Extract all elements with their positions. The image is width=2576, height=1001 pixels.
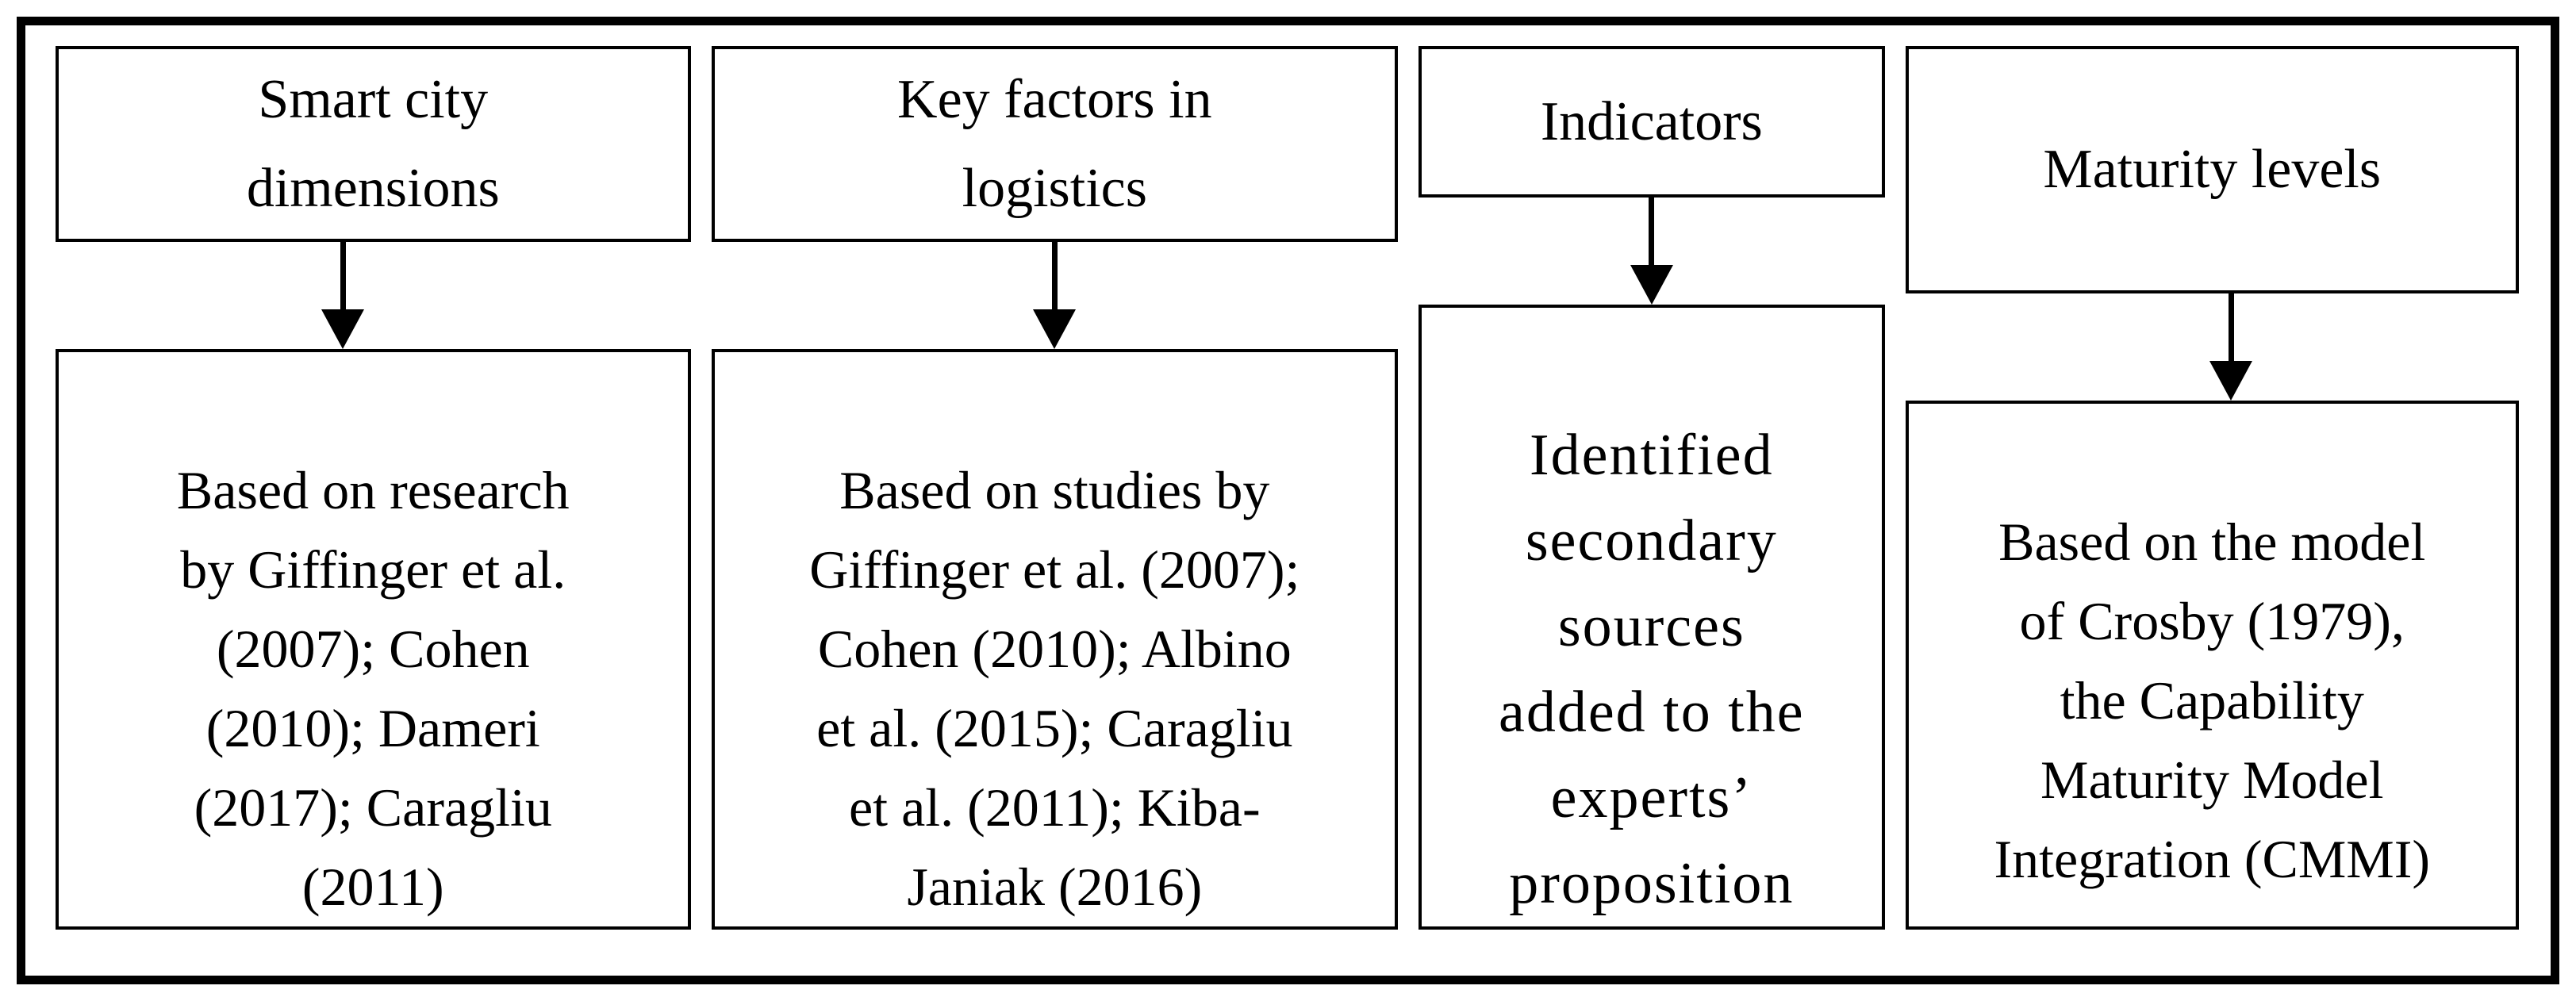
columns-row: Smart city dimensions Based on research …: [56, 46, 2520, 930]
header-label: Indicators: [1540, 90, 1763, 152]
source-box-maturity-levels: Based on the model of Crosby (1979), the…: [1905, 401, 2520, 930]
arrow-shaft: [340, 242, 346, 309]
header-box-key-factors-logistics: Key factors in logistics: [711, 46, 1399, 242]
arrow-zone: [1419, 198, 1884, 305]
arrow-shaft: [1649, 198, 1655, 265]
arrow-head: [321, 309, 365, 349]
arrow-head: [2209, 361, 2253, 401]
column-key-factors-logistics: Key factors in logistics Based on studie…: [711, 46, 1399, 930]
source-box-indicators: Identified secondary sources added to th…: [1419, 305, 1885, 930]
down-arrow-icon: [321, 242, 365, 349]
header-box-maturity-levels: Maturity levels: [1905, 46, 2520, 293]
arrow-shaft: [2228, 293, 2234, 361]
outer-frame: Smart city dimensions Based on research …: [17, 17, 2559, 984]
source-box-key-factors-logistics: Based on studies by Giffinger et al. (20…: [711, 349, 1399, 930]
column-indicators: Indicators Identified secondary sources …: [1419, 46, 1885, 930]
arrow-zone: [712, 242, 1399, 349]
header-label: Key factors in logistics: [897, 68, 1212, 219]
down-arrow-icon: [1033, 242, 1077, 349]
down-arrow-icon: [2209, 293, 2253, 401]
header-label: Maturity levels: [2043, 139, 2382, 200]
arrow-zone: [1906, 293, 2520, 401]
column-maturity-levels: Maturity levels Based on the model of Cr…: [1905, 46, 2520, 930]
source-text: Based on studies by Giffinger et al. (20…: [809, 460, 1300, 917]
header-box-smart-city-dimensions: Smart city dimensions: [56, 46, 691, 242]
header-box-indicators: Indicators: [1419, 46, 1885, 198]
down-arrow-icon: [1630, 198, 1673, 305]
source-box-smart-city-dimensions: Based on research by Giffinger et al. (2…: [56, 349, 691, 930]
arrow-head: [1630, 265, 1673, 305]
arrow-head: [1033, 309, 1077, 349]
column-smart-city-dimensions: Smart city dimensions Based on research …: [56, 46, 691, 930]
source-text: Based on research by Giffinger et al. (2…: [176, 460, 570, 917]
source-text: Identified secondary sources added to th…: [1498, 423, 1805, 916]
header-label: Smart city dimensions: [246, 68, 500, 219]
arrow-shaft: [1051, 242, 1058, 309]
source-text: Based on the model of Crosby (1979), the…: [1994, 512, 2431, 889]
arrow-zone: [56, 242, 691, 349]
